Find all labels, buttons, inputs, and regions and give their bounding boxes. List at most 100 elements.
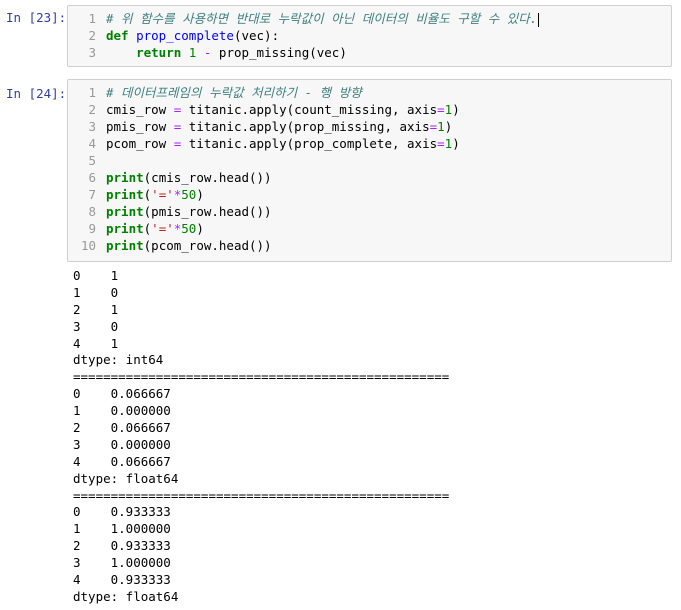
code-token: =	[173, 119, 182, 134]
line-number: 3	[88, 45, 96, 60]
code-line[interactable]: 3 return 1 - prop_missing(vec)	[68, 44, 671, 61]
code-token: 50	[181, 221, 197, 236]
code-token: (	[143, 187, 152, 202]
code-line[interactable]: 5	[68, 152, 671, 169]
code-token: =	[437, 136, 445, 151]
output-line: 4 0.066667	[73, 453, 171, 469]
code-token	[181, 45, 189, 60]
code-token: # 데이터프레임의 누락값 처리하기 - 행 방향	[106, 85, 362, 100]
code-token: )	[196, 221, 204, 236]
output-line: 1 0.000000	[73, 403, 171, 419]
code-line[interactable]: 1 # 위 함수를 사용하면 반대로 누락값이 아닌 데이터의 비율도 구할 수 …	[68, 10, 671, 27]
line-number: 10	[80, 238, 96, 253]
code-token: pmis_row	[106, 119, 174, 134]
code-token: 1	[444, 136, 453, 151]
code-token: prop_complete	[136, 28, 234, 43]
line-number: 1	[88, 85, 96, 100]
output-line: 4 0.933333	[73, 572, 171, 588]
code-token: prop_missing(vec)	[211, 45, 347, 60]
output-line: 0 1	[73, 268, 119, 283]
line-number: 5	[88, 153, 96, 168]
code-token: '='	[151, 187, 174, 202]
code-line[interactable]: 6 print(cmis_row.head())	[68, 169, 671, 186]
code-token: # 위 함수를 사용하면 반대로 누락값이 아닌 데이터의 비율도 구할 수 있…	[106, 11, 538, 26]
output-line: 1 0	[73, 284, 119, 300]
output-line: 0 0.066667	[73, 386, 171, 402]
code-token: )	[452, 102, 460, 117]
output-line: dtype: float64	[73, 470, 179, 486]
code-token	[196, 45, 204, 60]
output-line: 2 0.933333	[73, 538, 171, 554]
code-token: )	[452, 136, 460, 151]
output-line: 0 0.933333	[73, 504, 171, 520]
code-token: *	[173, 221, 182, 236]
code-token: (pcom_row.head())	[143, 238, 272, 253]
code-token: -	[203, 45, 212, 60]
code-token	[106, 45, 136, 60]
code-line[interactable]: 2 def prop_complete(vec):	[68, 27, 671, 44]
code-line[interactable]: 4 pcom_row = titanic.apply(prop_complete,…	[68, 135, 671, 152]
code-token: print	[106, 204, 144, 219]
code-token: (cmis_row.head())	[143, 170, 272, 185]
code-token: '='	[151, 221, 174, 236]
output-line: 3 1.000000	[73, 555, 171, 571]
line-number: 7	[88, 187, 96, 202]
line-number: 1	[88, 11, 96, 26]
output-line: dtype: float64	[73, 588, 179, 604]
output-line: 1 1.000000	[73, 521, 171, 537]
text-cursor	[538, 12, 540, 27]
output-line: 2 0.066667	[73, 420, 171, 436]
code-token: print	[106, 238, 144, 253]
line-number: 4	[88, 136, 96, 151]
output-line: dtype: int64	[73, 352, 164, 368]
output-line: ========================================…	[73, 487, 450, 503]
code-line[interactable]: 9 print('='*50)	[68, 220, 671, 237]
code-token: titanic.apply(count_missing, axis	[181, 102, 438, 117]
code-line[interactable]: 10 print(pcom_row.head())	[68, 237, 671, 254]
code-token: print	[106, 170, 144, 185]
cell-24-prompt: In [24]:	[6, 86, 67, 101]
code-token: =	[173, 102, 182, 117]
code-token	[129, 28, 137, 43]
code-token: )	[196, 187, 204, 202]
code-token: *	[173, 187, 182, 202]
code-token: (vec):	[233, 28, 280, 43]
code-token: (pmis_row.head())	[143, 204, 272, 219]
code-line[interactable]: 8 print(pmis_row.head())	[68, 203, 671, 220]
code-token: titanic.apply(prop_missing, axis	[181, 119, 430, 134]
line-number: 9	[88, 221, 96, 236]
code-token: 1	[188, 45, 197, 60]
cell-23-prompt: In [23]:	[6, 10, 67, 25]
code-token: return	[136, 45, 182, 60]
code-cell-23[interactable]: 1 # 위 함수를 사용하면 반대로 누락값이 아닌 데이터의 비율도 구할 수 …	[67, 5, 672, 67]
line-number: 3	[88, 119, 96, 134]
line-number: 2	[88, 28, 96, 43]
code-token: 1	[437, 119, 445, 134]
code-token: print	[106, 187, 144, 202]
code-token: 50	[181, 187, 197, 202]
code-line[interactable]: 7 print('='*50)	[68, 186, 671, 203]
line-number: 2	[88, 102, 96, 117]
code-token: def	[106, 28, 129, 43]
output-line: 3 0.000000	[73, 436, 171, 452]
output-line: ========================================…	[73, 369, 450, 385]
code-line[interactable]: 1 # 데이터프레임의 누락값 처리하기 - 행 방향	[68, 84, 671, 101]
code-token: pcom_row	[106, 136, 174, 151]
code-token: =	[437, 102, 445, 117]
output-line: 2 1	[73, 301, 119, 317]
code-token: 1	[444, 102, 453, 117]
code-token: =	[173, 136, 182, 151]
code-token: )	[444, 119, 453, 134]
code-line[interactable]: 3 pmis_row = titanic.apply(prop_missing, …	[68, 118, 671, 135]
line-number: 8	[88, 204, 96, 219]
code-token: =	[429, 119, 438, 134]
line-number: 6	[88, 170, 96, 185]
output-line: 4 1	[73, 335, 119, 351]
code-token: print	[106, 221, 144, 236]
output-line: 3 0	[73, 318, 119, 334]
code-token: (	[143, 221, 152, 236]
code-token: titanic.apply(prop_complete, axis	[181, 136, 438, 151]
